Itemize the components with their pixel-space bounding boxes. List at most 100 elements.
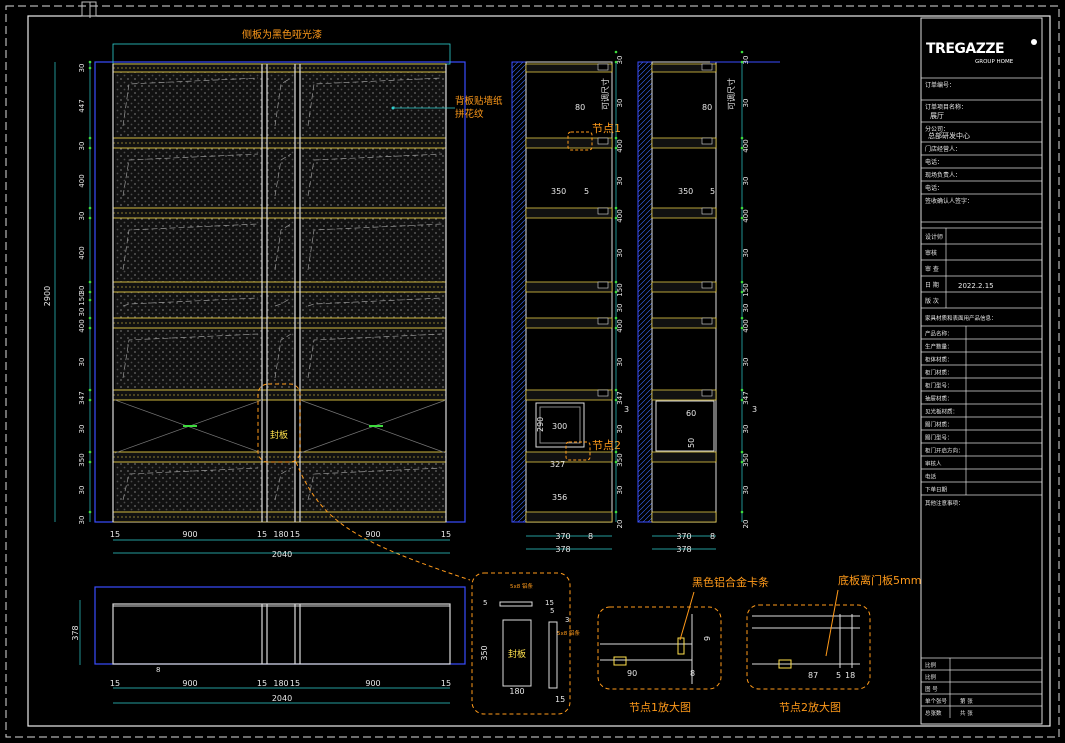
section-height-dim: 30 (616, 486, 624, 495)
section-b-dim-350: 350 (678, 187, 693, 196)
front-elevation[interactable]: 侧板为黑色哑光漆 背板贴墙纸 拼花纹 封板 304473040030400301… (43, 28, 503, 581)
section-a-node2: 节点2 (592, 439, 621, 452)
detail-seal-side-note: 5x8 铝条 (557, 629, 581, 637)
section-a-bottom-356: 356 (552, 493, 567, 502)
section-a-dim-350: 350 (551, 187, 566, 196)
front-width-dim: 900 (182, 530, 197, 539)
title-block-value: 2022.2.15 (958, 282, 994, 290)
title-block-spec-label: 产品名称： (925, 330, 953, 338)
brand-logo: TREGAZZE (926, 41, 1004, 57)
section-height-dim: 30 (742, 486, 750, 495)
detail-seal-dim-3: 3 (565, 616, 569, 624)
title-block-spec-label: 审核人 (925, 460, 942, 468)
section-height-dim: 30 (742, 304, 750, 313)
detail2-dim-87: 87 (808, 671, 818, 680)
detail-seal-dim-180: 180 (509, 687, 524, 696)
title-block-label: 现场负责人： (925, 171, 961, 179)
section-a-dim-80: 80 (575, 103, 585, 112)
section-a-drawer-327: 327 (550, 460, 565, 469)
title-block-label: 订单项目名称： (925, 103, 967, 111)
detail1-dim-8: 8 (690, 669, 695, 678)
section-a-node1: 节点1 (592, 122, 621, 135)
brand-logo-sub: GROUP HOME (975, 59, 1014, 65)
section-b-dim-80: 80 (702, 103, 712, 112)
title-block-label: 签收确认人签字： (925, 197, 973, 205)
detail-seal-label: 封板 (508, 648, 526, 660)
plan-width-dim: 900 (365, 679, 380, 688)
front-height-dim: 400 (78, 319, 86, 332)
detail2-title: 节点2放大图 (779, 700, 841, 714)
section-a-bottom-378: 378 (555, 545, 570, 554)
front-height-dim: 30 (78, 358, 86, 367)
front-height-total: 2900 (43, 286, 52, 306)
title-block-spec-label: 电话 (925, 473, 937, 481)
section-height-dim: 347 (616, 391, 624, 404)
front-height-dim: 350 (78, 453, 86, 466)
detail2-dim-18: 18 (845, 671, 855, 680)
section-height-dim: 30 (742, 177, 750, 186)
front-width-dim: 180 (273, 530, 288, 539)
detail-node-1[interactable]: 黑色铝合金卡条 节点1放大图 90 8 9 (597, 575, 769, 714)
title-block-spec-label: 下单日期 (925, 486, 948, 494)
title-block-bottom-label: 比例 (925, 661, 937, 669)
section-height-dim: 30 (742, 425, 750, 434)
detail-seal-panel[interactable]: 封板 5x8 铝条 5x8 铝条 350 180 15 5 5 3 15 (471, 572, 581, 715)
title-block-label: 审核 (925, 249, 937, 257)
section-a-adjustable: 可调尺寸 (600, 78, 610, 110)
title-block-label: 电话： (925, 158, 943, 166)
plan-depth: 378 (71, 625, 80, 640)
title-block-value: 总部研发中心 (928, 131, 970, 140)
section-height-dim: 400 (742, 209, 750, 222)
title-block-remarks: 其他注意事项： (925, 499, 964, 507)
detail-seal-dim-5a: 5 (483, 599, 487, 607)
detail1-title: 节点1放大图 (629, 700, 691, 714)
title-block[interactable]: TREGAZZE GROUP HOME 订单编号：订单项目名称：展厅分公司：总部… (920, 17, 1043, 725)
front-drawers (114, 399, 447, 454)
detail1-dim-90: 90 (627, 669, 637, 678)
title-block-label: 日 期 (925, 281, 939, 289)
title-block-label: 门店经营人： (925, 145, 961, 153)
detail1-note: 黑色铝合金卡条 (692, 575, 769, 589)
detail-seal-dim-15b: 15 (555, 695, 565, 704)
title-block-bottom-label: 比例 (925, 673, 937, 681)
title-block-bottom-label: 总张数 (925, 709, 942, 717)
detail1-dim-9: 9 (703, 636, 712, 641)
detail-node-2[interactable]: 底板离门板5mm 节点2放大图 87 5 18 (746, 573, 921, 714)
section-height-dim: 400 (616, 139, 624, 152)
detail-seal-dim-5b: 5 (550, 607, 554, 615)
front-height-dim: 30 (78, 308, 86, 317)
section-b-dim-50: 50 (687, 438, 696, 448)
detail2-dim-5: 5 (836, 671, 841, 680)
front-width-dim: 900 (365, 530, 380, 539)
front-height-dim: 30 (78, 142, 86, 151)
front-height-dim: 400 (78, 174, 86, 187)
front-height-dim: 447 (78, 99, 86, 112)
section-height-dim: 150 (616, 283, 624, 296)
section-height-dim: 400 (616, 209, 624, 222)
front-height-dim: 400 (78, 246, 86, 259)
section-height-dim: 400 (616, 319, 624, 332)
brand-logo-dot (1031, 39, 1037, 45)
section-b-dim-60: 60 (686, 409, 696, 418)
section-b-dim-5: 5 (710, 187, 715, 196)
section-a[interactable]: 节点1 节点2 可调尺寸 80 350 5 300 290 327 356 3 … (511, 50, 629, 554)
section-height-dim: 30 (616, 249, 624, 258)
detail-seal-top-note: 5x8 铝条 (510, 582, 534, 590)
front-seal-label: 封板 (270, 429, 288, 441)
section-b[interactable]: 可调尺寸 80 350 5 60 50 3 370 8 378 30304003… (637, 50, 780, 554)
front-height-dim: 150 (78, 292, 86, 305)
plan-width-total: 2040 (272, 694, 292, 703)
title-block-spec-label: 柜体材质： (925, 356, 953, 364)
front-width-dim: 15 (441, 530, 451, 539)
title-block-spec-label: 柜门材质： (925, 369, 953, 377)
section-height-dim: 30 (742, 249, 750, 258)
detail2-note: 底板离门板5mm (838, 573, 921, 587)
title-block-section-note: 家具材质和表面用产品信息： (925, 314, 997, 322)
plan-width-dim: 15 (110, 679, 120, 688)
section-b-three: 3 (752, 405, 757, 414)
section-height-dim: 30 (742, 56, 750, 65)
